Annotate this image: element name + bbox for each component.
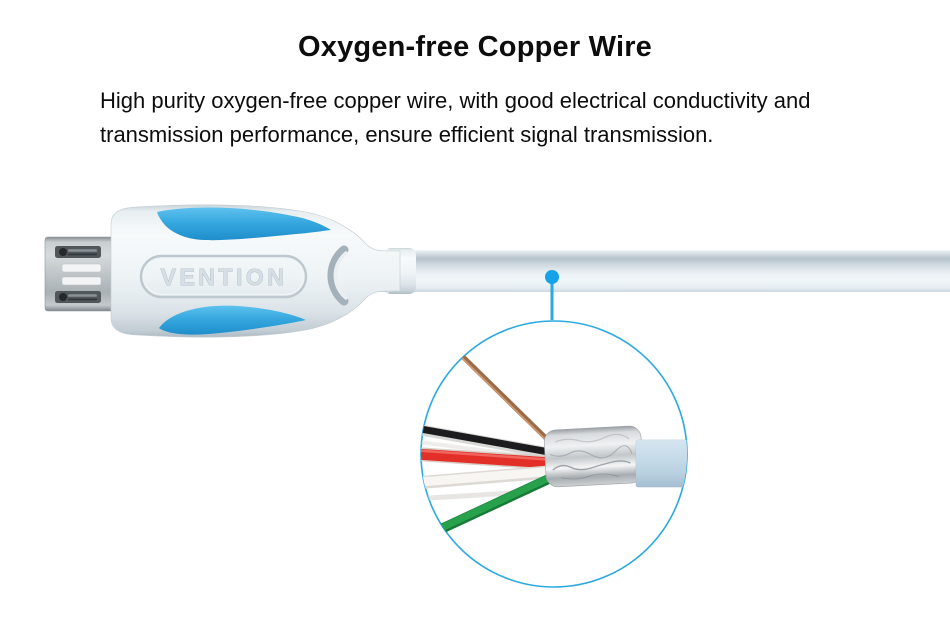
copper-shield-wire [453,347,555,447]
metal-tip-slot-mid-2 [61,276,102,286]
white-wire [421,465,550,491]
cable-jacket-stub [635,439,687,488]
grip-crescent [327,245,349,306]
connector-blue-accent-top [157,207,331,241]
callout-dot [545,270,559,284]
description-line-1: High purity oxygen-free copper wire, wit… [100,88,811,113]
black-wire [421,421,550,459]
red-wire [421,446,552,470]
braided-shield [543,425,644,488]
metal-tip-slot-mid-1 [61,263,102,273]
connector-body [110,204,401,338]
connector-blue-accent-bottom [159,305,306,335]
micro-usb-metal-tip [44,236,116,312]
product-description: High purity oxygen-free copper wire, wit… [100,84,810,152]
brand-label: VENTION [161,264,288,290]
page-title: Oxygen-free Copper Wire [297,31,653,63]
brand-capsule: VENTION [139,254,308,299]
description-line-2: transmission performance, ensure efficie… [100,122,714,147]
metal-tip-pin-slot-top [55,246,101,258]
metal-tip-pin-slot-bottom [55,291,101,303]
magnified-wires [421,347,687,541]
green-wire [421,472,558,541]
